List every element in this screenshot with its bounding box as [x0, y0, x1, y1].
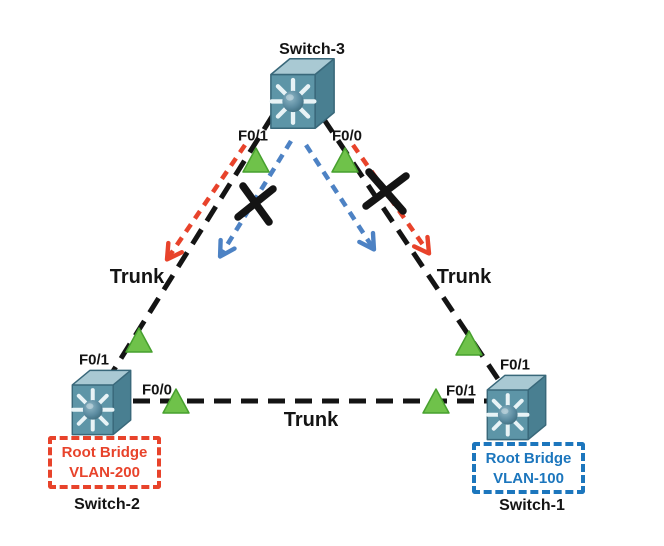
link-status-indicators [125, 147, 483, 414]
link-up-triangle-icon [331, 147, 359, 173]
port-label-switch2-f0-1: F0/1 [78, 351, 110, 369]
switch-1-icon [487, 375, 545, 439]
switch-3-icon [271, 59, 334, 129]
root-bridge-badge-vlan100: Root Bridge VLAN-100 [472, 442, 585, 494]
blocked-port-x-icon-left [234, 182, 277, 226]
link-up-triangle-icon [455, 330, 483, 356]
switch-1-label: Switch-1 [499, 497, 565, 514]
switch-2-label: Switch-2 [74, 496, 140, 513]
vlan100-path-arrow-right [304, 143, 377, 252]
link-up-triangle-icon [125, 327, 153, 353]
root-bridge-badge-vlan200-line1: Root Bridge [61, 444, 148, 461]
link-up-triangle-icon [242, 147, 270, 173]
port-label-switch1-f0-1-lan: F0/1 [445, 382, 477, 400]
blocked-port-x-icon-right [362, 168, 410, 215]
trunk-label-left: Trunk [109, 266, 165, 288]
trunk-label-bottom: Trunk [283, 409, 339, 431]
port-label-switch2-f0-0: F0/0 [141, 381, 173, 399]
vlan200-path-arrow-left [164, 143, 247, 262]
root-bridge-badge-vlan100-line2: VLAN-100 [493, 469, 564, 487]
trunk-label-right: Trunk [436, 266, 492, 288]
root-bridge-badge-vlan100-line1: Root Bridge [485, 449, 572, 467]
port-label-switch3-f0-1: F0/1 [237, 127, 269, 145]
switch-2-icon [72, 370, 130, 434]
root-bridge-badge-vlan200-line2: VLAN-200 [69, 464, 140, 481]
port-label-switch1-f0-1-uplink: F0/1 [499, 356, 531, 374]
port-label-switch3-f0-0: F0/0 [331, 127, 363, 145]
root-bridge-badge-vlan200: Root Bridge VLAN-200 [48, 436, 161, 489]
switch-3-label: Switch-3 [279, 41, 345, 58]
